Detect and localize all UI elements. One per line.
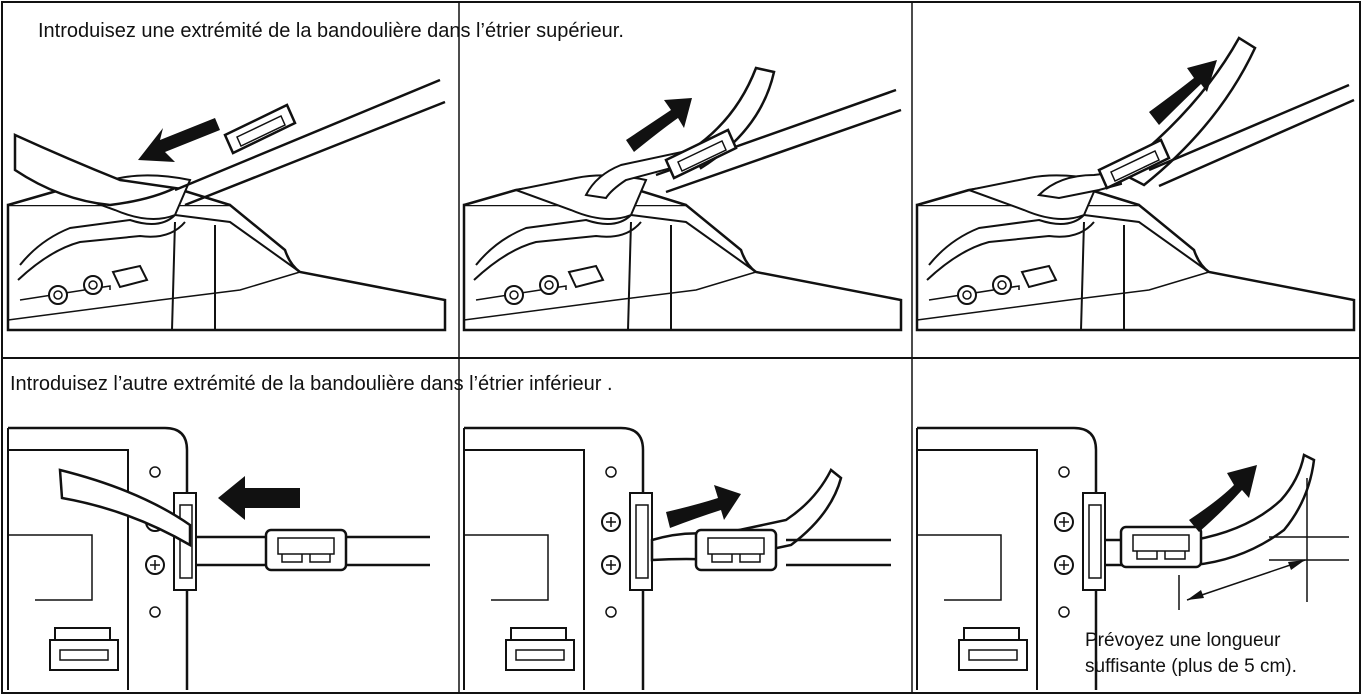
direction-arrow-icon xyxy=(626,98,692,152)
bottom-step-caption: Introduisez l’autre extrémité de la band… xyxy=(10,373,613,395)
panel-bottom-3 xyxy=(915,426,1349,692)
panel-bottom-1 xyxy=(6,426,430,692)
direction-arrow-icon xyxy=(666,485,741,528)
length-note-line1: Prévoyez une longueur xyxy=(1085,630,1281,651)
direction-arrow-icon xyxy=(1189,465,1257,532)
panel-top-3 xyxy=(915,36,1356,332)
panel-top-1 xyxy=(6,78,447,332)
panel-bottom-2 xyxy=(462,426,891,692)
direction-arrow-icon xyxy=(138,118,220,162)
panel-top-2 xyxy=(462,66,903,332)
direction-arrow-icon xyxy=(218,476,300,520)
direction-arrow-icon xyxy=(1149,60,1217,125)
length-note-line2: suffisante (plus de 5 cm). xyxy=(1085,656,1297,677)
top-step-caption: Introduisez une extrémité de la bandouli… xyxy=(38,20,624,42)
dimension-arrow-icon xyxy=(1186,559,1306,601)
